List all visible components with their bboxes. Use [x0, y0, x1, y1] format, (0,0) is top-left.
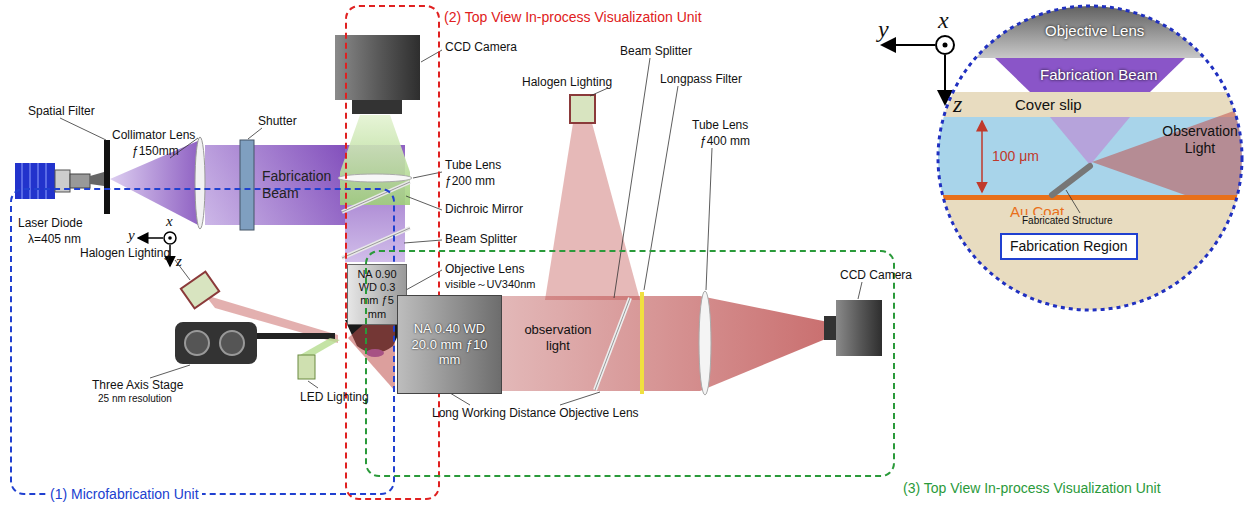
part-label: Laser Diode [18, 216, 83, 230]
part-label: Long Working Distance Objective Lens [432, 406, 639, 420]
part-label: Three Axis Stage [92, 378, 183, 392]
axis-label: y [128, 226, 135, 244]
node-text: Fabrication Region [1010, 238, 1128, 255]
part-label: ƒ150mm [132, 144, 179, 158]
part-label: Halogen Lighting [80, 246, 170, 260]
unit-title: (3) Top View In-process Visualization Un… [903, 480, 1161, 497]
unit-region: (2) Top View In-process Visualization Un… [345, 5, 440, 500]
part-label: Fabrication Beam [1040, 66, 1158, 84]
region-box: Fabrication Region [1000, 233, 1138, 260]
part-label: Dichroic Mirror [445, 202, 523, 216]
part-label: Collimator Lens [112, 128, 195, 142]
part-label: Fabricated Structure [1020, 215, 1115, 227]
part-label: Fabrication Beam [262, 168, 342, 202]
unit-region: (3) Top View In-process Visualization Un… [365, 250, 895, 477]
part-label: Halogen Lighting [522, 75, 612, 89]
part-label: observation light [518, 322, 598, 353]
axis-label: x [938, 6, 949, 35]
part-label: Objective Lens [1045, 22, 1144, 40]
part-label: visible～UV340nm [445, 278, 535, 291]
part-label: ƒ200 mm [445, 174, 495, 188]
axis-label: x [166, 212, 173, 230]
part-label: Observation Light [1160, 123, 1240, 157]
part-label: CCD Camera [445, 40, 517, 54]
part-label: Beam Splitter [620, 44, 692, 58]
axis-label: z [953, 90, 962, 119]
part-label: 100 μm [992, 148, 1039, 165]
long-working-distance-objective: NA 0.40 WD 20.0 mm ƒ10 mm [397, 295, 502, 394]
unit-title: (2) Top View In-process Visualization Un… [444, 9, 702, 26]
part-label: Shutter [258, 114, 297, 128]
part-label: LED Lighting [300, 390, 369, 404]
part-label: λ=405 nm [28, 232, 81, 246]
part-label: ƒ400 mm [700, 134, 750, 148]
part-label: CCD Camera [840, 268, 912, 282]
axis-label: y [878, 15, 889, 44]
part-label: Objective Lens [445, 262, 524, 276]
part-label: Cover slip [1015, 96, 1082, 114]
part-label: Spatial Filter [28, 104, 95, 118]
node-text: NA 0.90 WD 0.3 mm ƒ5 mm [351, 268, 403, 321]
part-label: Tube Lens [445, 158, 501, 172]
part-label: Longpass Filter [660, 72, 742, 86]
axis-label: z [176, 252, 182, 270]
part-label: Beam Splitter [445, 232, 517, 246]
part-label: Tube Lens [692, 118, 748, 132]
node-text: NA 0.40 WD 20.0 mm ƒ10 mm [401, 321, 498, 368]
unit-title: (1) Microfabrication Unit [47, 486, 202, 503]
part-label: 25 nm resolution [98, 393, 172, 405]
